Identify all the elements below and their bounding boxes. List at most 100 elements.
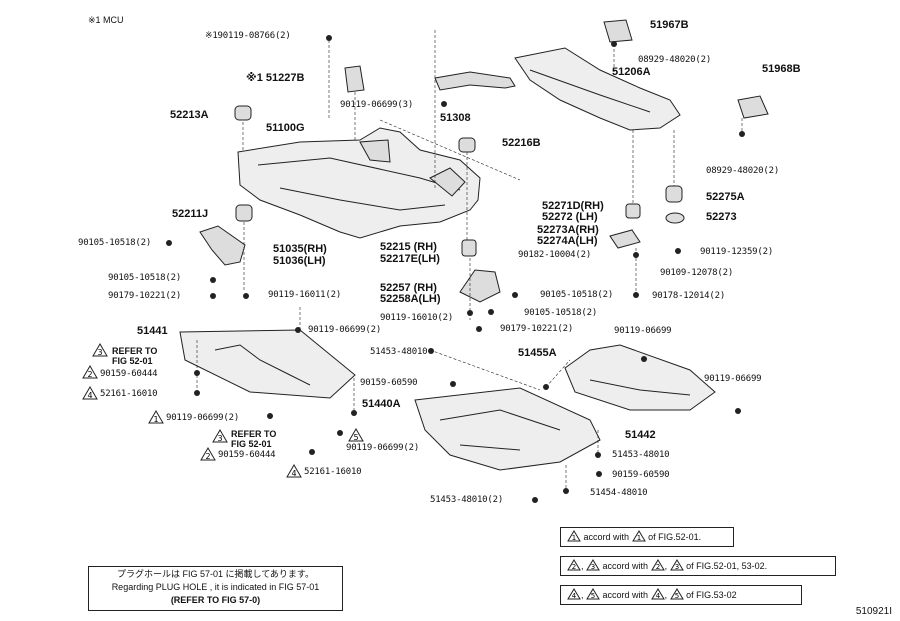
label-51440a: 51440A (362, 398, 401, 410)
svg-text:5: 5 (674, 592, 678, 600)
label-90182: 90182-10004(2) (518, 250, 592, 260)
triangle-4-icon-b: 4 (286, 464, 302, 478)
label-52272: 52272 (LH) (542, 211, 598, 223)
refer-fig-b: FIG 52-01 (231, 439, 272, 449)
svg-text:4: 4 (87, 391, 92, 400)
label-52273a: 52273A(RH) (537, 224, 599, 236)
svg-text:5: 5 (353, 433, 358, 442)
svg-text:2: 2 (572, 563, 576, 571)
label-90119-06699-d: 90119-06699 (614, 326, 672, 336)
label-190119: ※190119-08766(2) (205, 31, 291, 41)
label-51227b: ※1 51227B (246, 72, 305, 84)
stopper-52273a (609, 229, 641, 249)
label-08929-a: 08929-48020(2) (638, 55, 712, 65)
legend-row-1: 1 accord with 1 of FIG.52-01. (560, 527, 734, 547)
label-90159-60590-b: 90159-60590 (612, 470, 670, 480)
label-90105-d: 90105-10518(2) (524, 308, 598, 318)
triangle-1-icon: 1 (567, 530, 581, 542)
label-51442: 51442 (625, 429, 656, 441)
label-90119-06699-b: 90119-06699(2) (166, 413, 240, 423)
figure-number: 510921I (855, 606, 892, 617)
triangle-2-icon: 2 (650, 559, 665, 571)
label-90179-b: 90179-10221(2) (500, 324, 574, 334)
triangle-1-icon-a: 1 (148, 410, 164, 424)
legend-3-post: of FIG.53-02 (686, 590, 737, 600)
label-90105-c: 90105-10518(2) (540, 290, 614, 300)
label-52211j: 52211J (172, 208, 209, 220)
washer-52273 (665, 212, 685, 224)
triangle-3-icon: 3 (586, 559, 600, 571)
label-90105-b: 90105-10518(2) (108, 273, 182, 283)
label-90109: 90109-12078(2) (660, 268, 734, 278)
triangle-4-icon: 4 (567, 588, 581, 600)
refer-to-a: REFER TO (112, 346, 158, 356)
label-90178: 90178-12014(2) (652, 291, 726, 301)
cushion-52215 (461, 239, 477, 257)
label-51308: 51308 (440, 112, 471, 124)
label-90119-12359: 90119-12359(2) (700, 247, 774, 257)
label-51453-a: 51453-48010 (370, 347, 428, 357)
label-52215: 52215 (RH) (380, 241, 437, 253)
label-51453-b: 51453-48010 (612, 450, 670, 460)
cushion-52275a (665, 185, 683, 203)
triangle-2-icon: 2 (567, 559, 581, 571)
refer-fig-a: FIG 52-01 (112, 356, 153, 366)
under-cover-51442 (564, 344, 716, 411)
triangle-3-icon-a: 3 (92, 343, 108, 357)
label-51036: 51036(LH) (273, 255, 326, 267)
svg-text:1: 1 (572, 534, 576, 542)
label-51206a: 51206A (612, 66, 651, 78)
svg-text:3: 3 (97, 348, 102, 357)
label-90119-06699-a: 90119-06699(2) (308, 325, 382, 335)
svg-text:4: 4 (655, 592, 660, 600)
svg-text:1: 1 (636, 534, 640, 542)
note-line-en: Regarding PLUG HOLE , it is indicated in… (111, 582, 320, 592)
label-51453-c: 51453-48010(2) (430, 495, 504, 505)
label-90119-06699-e: 90119-06699 (704, 374, 762, 384)
triangle-3-icon-b: 3 (212, 429, 228, 443)
svg-text:2: 2 (205, 452, 210, 461)
bracket-51227b (344, 65, 365, 93)
legend-3-pre: accord with (602, 590, 649, 600)
label-52274a: 52274A(LH) (537, 235, 598, 247)
label-90159-60590-a: 90159-60590 (360, 378, 418, 388)
label-52271d: 52271D(RH) (542, 200, 604, 212)
svg-text:1: 1 (153, 415, 158, 424)
label-51968b: 51968B (762, 63, 801, 75)
refer-to-b: REFER TO (231, 429, 277, 439)
label-90119-16010: 90119-16010(2) (380, 313, 454, 323)
triangle-4-icon-a: 4 (82, 386, 98, 400)
label-52273: 52273 (706, 211, 737, 223)
legend-1-post: of FIG.52-01. (648, 532, 702, 542)
label-90159-a: 90159-60444 (100, 369, 158, 379)
label-51035: 51035(RH) (273, 243, 327, 255)
legend-2-post: of FIG.52-01, 53-02. (686, 561, 768, 571)
label-51967b: 51967B (650, 19, 689, 31)
triangle-2-icon-a: 2 (82, 365, 98, 379)
legend-1-pre: accord with (583, 532, 630, 542)
legend-row-3: 4, 5 accord with 4, 5 of FIG.53-02 (560, 585, 802, 605)
label-90179-a: 90179-10221(2) (108, 291, 182, 301)
label-52216b: 52216B (502, 137, 541, 149)
svg-text:3: 3 (217, 434, 222, 443)
triangle-3-icon: 3 (669, 559, 684, 571)
label-52213a: 52213A (170, 109, 209, 121)
cushion-52271d (625, 203, 641, 219)
cushion-52211j (235, 204, 253, 222)
note-line-jp: プラグホールは FIG 57-01 に掲載してあります。 (116, 569, 315, 579)
svg-text:2: 2 (655, 563, 659, 571)
label-90119-06699-3: 90119-06699(3) (340, 100, 414, 110)
triangle-5-icon: 5 (586, 588, 600, 600)
svg-text:4: 4 (291, 469, 296, 478)
label-90105-a: 90105-10518(2) (78, 238, 152, 248)
triangle-5-icon: 5 (669, 588, 684, 600)
label-52257: 52257 (RH) (380, 282, 437, 294)
triangle-1-icon: 1 (631, 530, 646, 542)
bracket-51967b (603, 19, 633, 43)
cushion-52213a (234, 105, 252, 121)
note-line-refer: (REFER TO FIG 57-0) (170, 595, 261, 605)
cushion-52216b (458, 137, 476, 153)
label-08929-b: 08929-48020(2) (706, 166, 780, 176)
front-crossmember-51100g (237, 127, 481, 239)
label-52275a: 52275A (706, 191, 745, 203)
